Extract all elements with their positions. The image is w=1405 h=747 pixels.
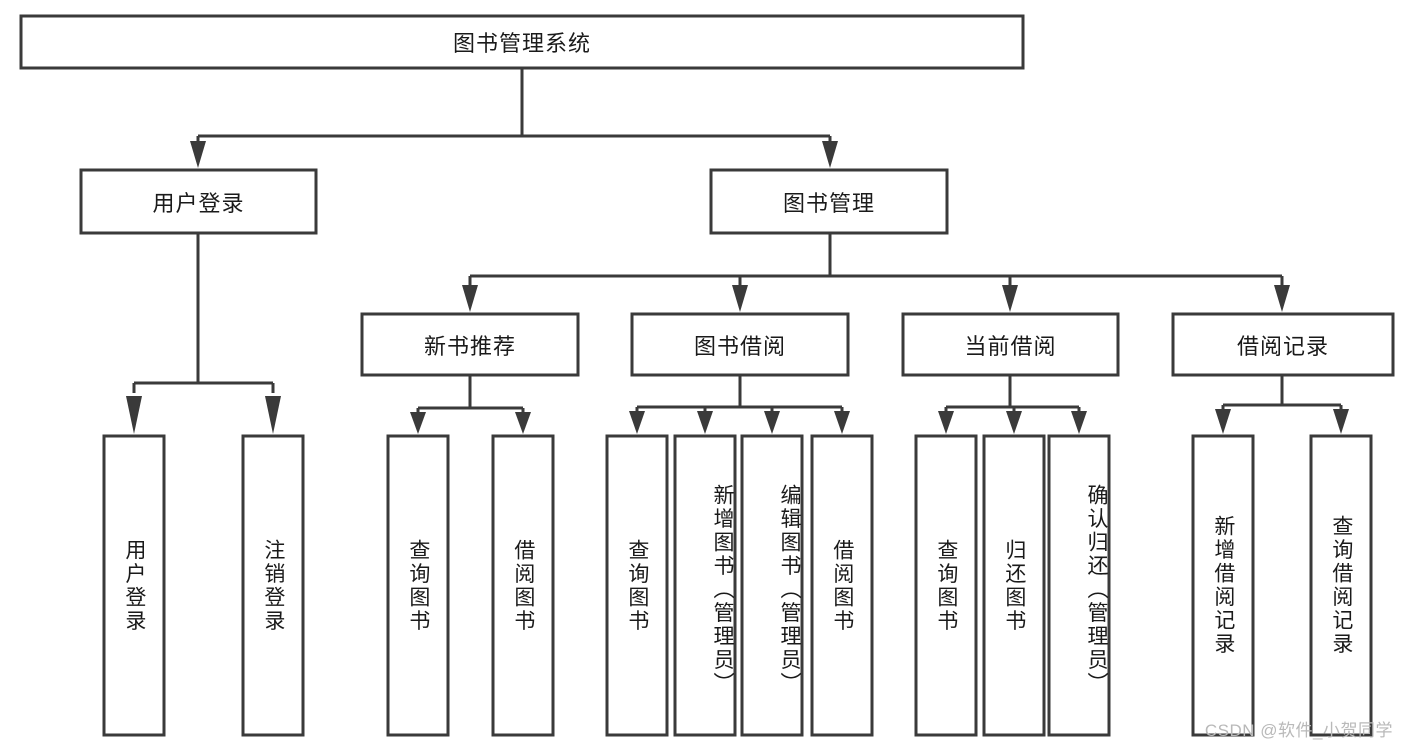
leaf-user-login-0[interactable] xyxy=(102,434,166,737)
connector-recommend-to-leaves xyxy=(410,375,531,434)
connector-bookmgmt-to-level3 xyxy=(462,233,1290,312)
node-book-borrow[interactable] xyxy=(630,312,850,377)
leaf-recommend-1[interactable] xyxy=(491,434,555,737)
leaf-user-login-1[interactable] xyxy=(241,434,305,737)
leaf-record-0[interactable] xyxy=(1191,434,1255,737)
leaf-recommend-0[interactable] xyxy=(386,434,450,737)
leaf-borrow-3[interactable] xyxy=(810,434,874,737)
connector-current-to-leaves xyxy=(938,375,1087,434)
node-root[interactable] xyxy=(19,14,1025,70)
leaf-current-2[interactable] xyxy=(1047,434,1111,737)
leaf-borrow-0[interactable] xyxy=(605,434,669,737)
node-book-management[interactable] xyxy=(709,168,949,235)
leaf-record-1[interactable] xyxy=(1309,434,1373,737)
connector-userlogin-to-leaves xyxy=(126,233,281,434)
leaf-borrow-2[interactable] xyxy=(740,434,804,737)
node-new-book-recommend[interactable] xyxy=(360,312,580,377)
leaf-borrow-1[interactable] xyxy=(673,434,737,737)
node-user-login[interactable] xyxy=(79,168,318,235)
connector-root-to-level2 xyxy=(190,68,838,168)
leaf-current-1[interactable] xyxy=(982,434,1046,737)
connector-borrow-to-leaves xyxy=(629,375,850,434)
leaf-current-0[interactable] xyxy=(914,434,978,737)
node-current-borrow[interactable] xyxy=(901,312,1120,377)
connector-record-to-leaves xyxy=(1215,375,1349,434)
node-borrow-record[interactable] xyxy=(1171,312,1395,377)
